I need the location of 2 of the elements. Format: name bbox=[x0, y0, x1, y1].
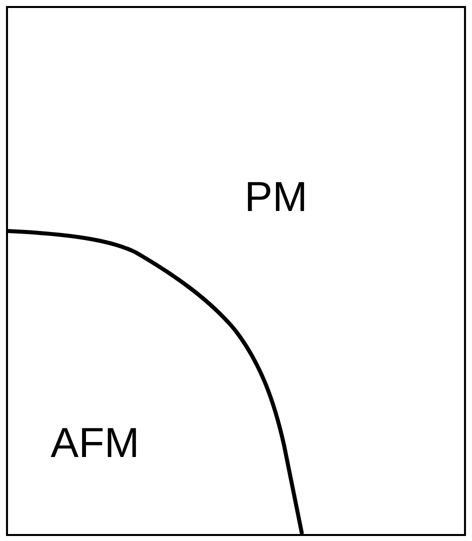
region-label: PM bbox=[244, 176, 308, 218]
region-label: AFM bbox=[50, 422, 140, 464]
